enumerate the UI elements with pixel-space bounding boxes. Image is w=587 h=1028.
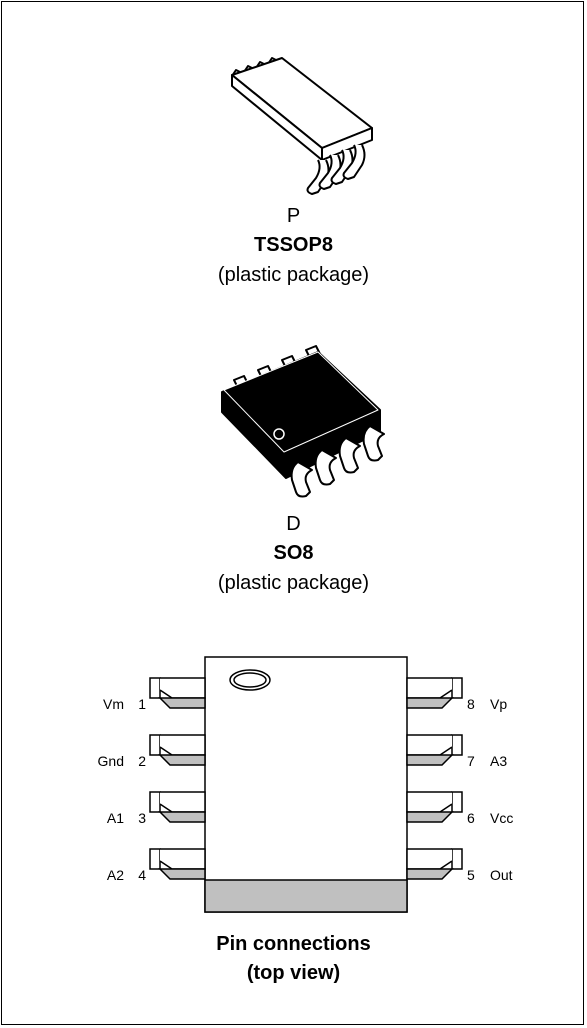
pin-number-3: 3 [138, 810, 146, 826]
chip-body [204, 656, 408, 913]
right-lead-6 [406, 791, 463, 823]
left-lead-4 [149, 848, 206, 880]
so8-letter: D [286, 513, 301, 535]
pin-name-1: Vm [103, 696, 124, 712]
tssop8-name: TSSOP8 [254, 234, 333, 256]
pin-name-3: A1 [107, 810, 124, 826]
pin-name-2: Gnd [98, 753, 124, 769]
pin-name-5: Out [490, 867, 513, 883]
pin-number-4: 4 [138, 867, 146, 883]
pin-name-8: Vp [490, 696, 507, 712]
right-lead-8 [406, 677, 463, 709]
left-lead-3 [149, 791, 206, 823]
pin-number-1: 1 [138, 696, 146, 712]
left-lead-1 [149, 677, 206, 709]
pin-number-2: 2 [138, 753, 146, 769]
pin-number-7: 7 [467, 753, 475, 769]
left-lead-2 [149, 734, 206, 766]
right-lead-5 [406, 848, 463, 880]
so8-description: (plastic package) [217, 572, 370, 594]
so8-name: SO8 [273, 542, 314, 564]
right-pin-labels: 8 Vp 7 A3 6 Vcc 5 Out [467, 696, 513, 883]
tssop8-letter: P [286, 205, 301, 227]
right-lead-7 [406, 734, 463, 766]
so8-drawing [221, 345, 385, 498]
pinout-title: Pin connections [216, 933, 371, 955]
pin-name-6: Vcc [490, 810, 513, 826]
pin-number-8: 8 [467, 696, 475, 712]
tssop8-drawing [231, 57, 373, 195]
chip-body-shaded-band [204, 879, 408, 913]
pin-name-4: A2 [107, 867, 124, 883]
pinout-subtitle: (top view) [246, 962, 341, 984]
left-pin-labels: Vm 1 Gnd 2 A1 3 A2 4 [98, 696, 147, 883]
pinout-diagram [149, 656, 463, 913]
tssop8-description: (plastic package) [217, 264, 370, 286]
pin-number-6: 6 [467, 810, 475, 826]
pin-number-5: 5 [467, 867, 475, 883]
pin-name-7: A3 [490, 753, 507, 769]
